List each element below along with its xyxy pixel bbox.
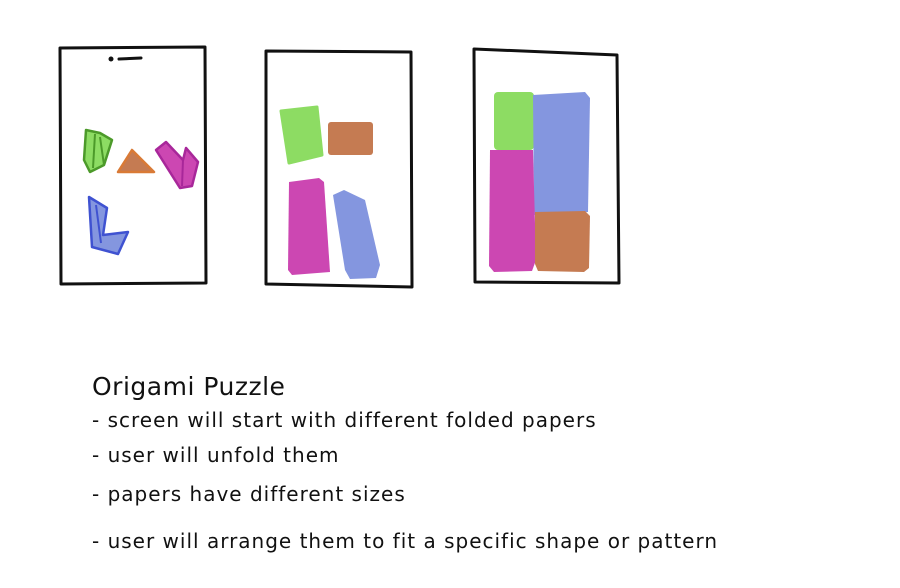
note-bullet: - user will arrange them to fit a specif… [92,529,719,553]
phone-screen-unfolded [264,49,414,289]
paper-blue[interactable] [333,190,380,279]
phone-frame [472,47,621,285]
paper-green[interactable] [494,92,534,150]
notes-title: Origami Puzzle [92,372,286,401]
paper-blue[interactable] [533,92,590,215]
paper-magenta[interactable] [489,150,536,272]
note-bullet: - screen will start with different folde… [92,408,597,432]
fold-line [95,204,102,244]
phone-speaker [117,56,143,61]
folded-paper-green[interactable] [82,128,114,174]
folded-paper-orange[interactable] [116,148,156,174]
folded-paper-magenta[interactable] [154,140,200,190]
phone-camera [108,56,114,62]
notes-block: Origami Puzzle - screen will start with … [92,372,718,559]
phone-frame [58,45,208,286]
fold-line [92,133,105,169]
paper-orange[interactable] [535,211,590,272]
phone-frame [264,49,414,289]
note-bullet: - papers have different sizes [92,482,406,506]
paper-orange[interactable] [328,122,373,155]
folded-paper-blue[interactable] [87,195,130,256]
paper-green[interactable] [279,105,324,165]
paper-magenta[interactable] [288,178,330,275]
phone-screen-arranged [472,47,621,285]
fold-line [181,159,184,187]
note-bullet: - user will unfold them [92,443,340,467]
phone-screen-folded [58,45,208,286]
